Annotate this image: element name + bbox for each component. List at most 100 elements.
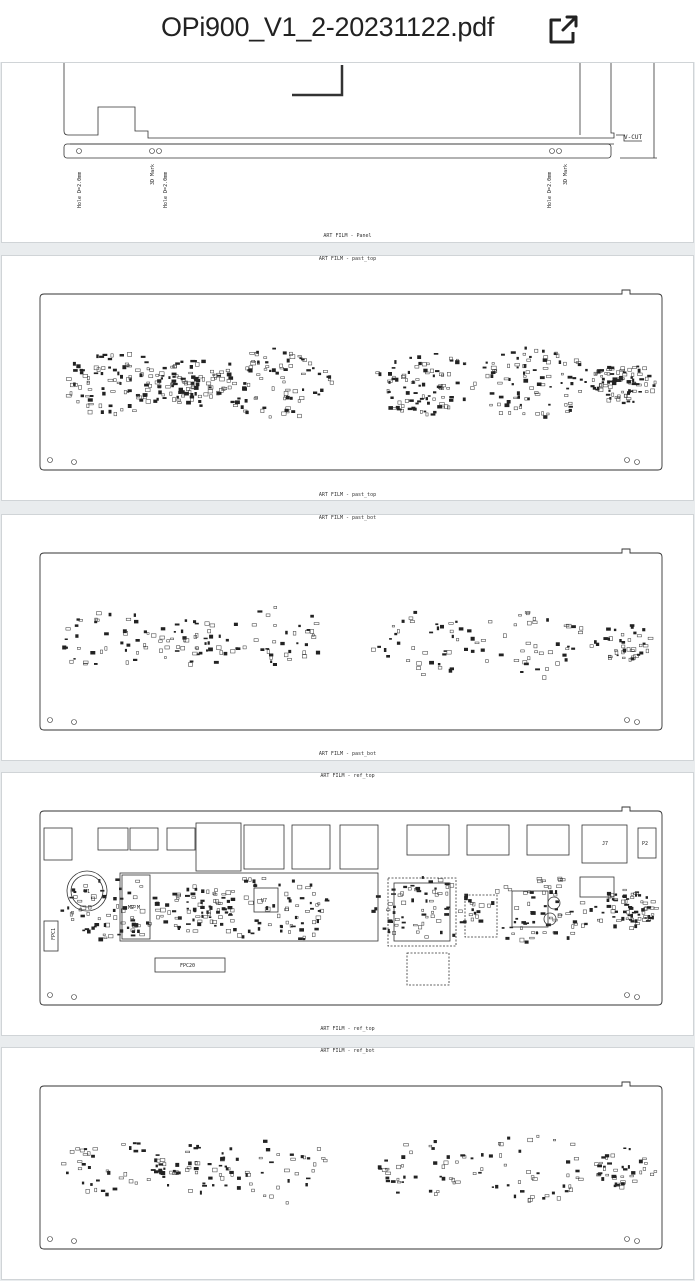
component-pad [282, 380, 286, 384]
component-pad [159, 635, 165, 640]
component-pad [401, 926, 405, 929]
component-pad [115, 878, 120, 881]
external-link-icon[interactable] [545, 12, 581, 48]
component-pad [125, 617, 132, 621]
component-pad [136, 651, 139, 655]
component-pad [100, 889, 105, 892]
component-pad [189, 365, 193, 369]
component-pad [448, 668, 453, 673]
ref-p2: P2 [642, 841, 648, 847]
component-pad [554, 908, 558, 911]
component-pad [316, 1147, 321, 1151]
component-pad [254, 919, 259, 922]
component-pad [299, 897, 305, 900]
component-pad [91, 896, 95, 901]
component-pad [158, 639, 163, 643]
component-pad [312, 920, 317, 925]
component-pad [113, 378, 117, 382]
pdf-viewer-header: OPi900_V1_2-20231122.pdf [0, 0, 695, 62]
component-pad [146, 367, 150, 371]
component-pad [185, 1150, 190, 1153]
component-pad [190, 359, 196, 363]
component-pad [436, 919, 442, 923]
component-pad [548, 885, 552, 890]
page-label: ART FILM - past_top [318, 256, 377, 262]
component-pad [186, 887, 190, 892]
page-label: ART FILM - past_bot [318, 515, 377, 521]
component-pad [584, 381, 587, 383]
component-pad [568, 1184, 572, 1189]
component-pad [564, 394, 569, 397]
component-pad [99, 355, 105, 358]
component-pad [546, 412, 550, 416]
component-pad [206, 910, 209, 914]
component-pad [191, 381, 195, 386]
component-pad [630, 920, 635, 923]
component-pad [197, 922, 202, 927]
component-pad [135, 879, 140, 883]
component-pad [123, 631, 128, 636]
component-pad [175, 1162, 180, 1167]
component-pad [265, 365, 270, 368]
component-pad [297, 413, 302, 419]
component-pad [403, 386, 407, 389]
component-pad [533, 644, 538, 649]
component-pad [110, 353, 114, 358]
component-pad [174, 916, 180, 920]
component-pad [143, 630, 147, 634]
component-pad [251, 1188, 255, 1193]
component-pad [175, 362, 180, 365]
component-pad [113, 915, 118, 920]
component-pad [117, 933, 121, 936]
component-pad [77, 1160, 83, 1163]
component-pad [192, 929, 199, 933]
component-pad [155, 373, 159, 377]
component-pad [542, 675, 547, 680]
component-pad [377, 645, 381, 648]
component-pad [647, 906, 652, 909]
component-pad [143, 646, 149, 650]
component-pad [245, 366, 249, 371]
component-pad [284, 1168, 290, 1173]
component-pad [566, 1173, 570, 1178]
component-pad [148, 384, 152, 388]
component-pad [120, 374, 123, 379]
component-pad [78, 619, 83, 622]
component-pad [631, 389, 637, 393]
component-pad [614, 893, 618, 896]
component-pad [203, 915, 208, 919]
component-pad [623, 1147, 627, 1149]
component-pad [433, 410, 437, 414]
component-pad [433, 1161, 438, 1165]
component-pad [164, 645, 170, 650]
component-pad [507, 363, 510, 368]
component-pad [292, 389, 298, 394]
component-pad [220, 1156, 225, 1161]
component-pad [546, 618, 549, 622]
component-pad [192, 651, 198, 656]
component-pad [536, 932, 539, 934]
component-pad [93, 365, 99, 371]
component-pad [633, 654, 639, 658]
component-pad [184, 619, 188, 622]
component-pad [633, 892, 639, 895]
component-pad [434, 1192, 438, 1196]
component-pad [621, 390, 624, 394]
component-pad [378, 372, 382, 377]
component-pad [112, 368, 117, 372]
component-pad [513, 623, 517, 627]
component-pad [437, 663, 441, 666]
component-pad [191, 896, 196, 899]
component-pad [195, 1161, 201, 1166]
component-pad [225, 368, 230, 372]
component-pad [436, 1190, 440, 1193]
component-pad [388, 406, 393, 410]
component-pad [407, 407, 413, 411]
component-pad [534, 650, 538, 654]
component-pad [194, 1170, 199, 1175]
component-pad [262, 406, 267, 409]
component-pad [421, 913, 427, 916]
component-pad [194, 887, 198, 891]
component-pad [136, 393, 140, 398]
component-pad [449, 399, 454, 402]
